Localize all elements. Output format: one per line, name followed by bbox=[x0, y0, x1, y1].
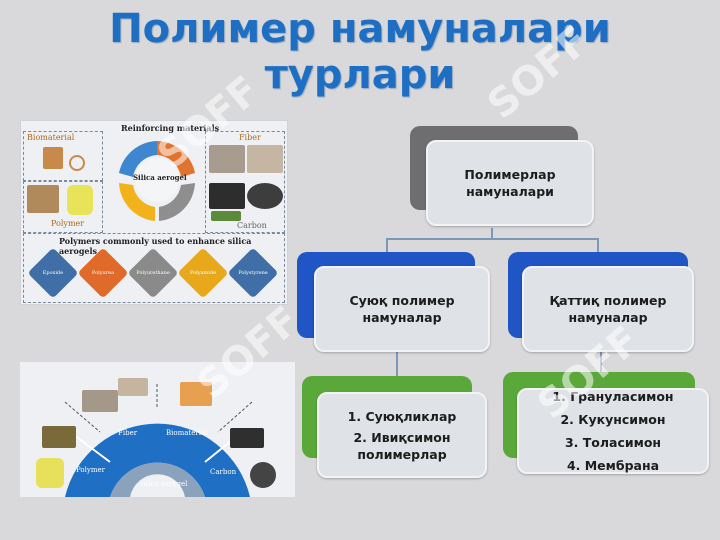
connector-root-down bbox=[491, 228, 493, 240]
polymer-image-1 bbox=[27, 185, 59, 213]
right-node-line-2: намуналар bbox=[568, 310, 648, 325]
arc-polymer-image-2 bbox=[36, 458, 64, 488]
arc-polymer-label: Polymer bbox=[76, 466, 105, 474]
root-node: Полимерлар намуналари bbox=[426, 140, 594, 226]
right-list-item-1: 1. Грануласимон bbox=[552, 389, 674, 404]
reinforcing-materials-figure: Biomaterial Reinforcing materials Silica… bbox=[20, 120, 288, 305]
polymer-label: Polymer bbox=[51, 219, 85, 228]
left-node-line-1: Суюқ полимер bbox=[349, 293, 455, 308]
gear-segment-gray bbox=[159, 183, 195, 221]
fiber-image-1 bbox=[209, 145, 245, 173]
right-list-item-4: 4. Мембрана bbox=[566, 458, 660, 473]
gear-segment-orange bbox=[157, 141, 195, 177]
root-node-line-1: Полимерлар bbox=[464, 167, 556, 182]
title-line-2: турлари bbox=[264, 52, 456, 98]
arc-fiber-image-2 bbox=[118, 378, 148, 396]
connector-right-list bbox=[600, 352, 602, 376]
diamond-polyamide-label: Polyamide bbox=[189, 270, 217, 276]
left-list-item-1: 1. Суюқликлар bbox=[347, 408, 457, 424]
right-list-item-2: 2. Кукунсимон bbox=[560, 412, 666, 427]
silica-aerogel-label: Silica aerogel bbox=[133, 173, 187, 182]
arc-carbon-label: Carbon bbox=[210, 468, 237, 476]
diamond-polystyrene-label: Polystyrene bbox=[238, 270, 268, 276]
page-title: Полимер намуналари турлари bbox=[0, 6, 720, 98]
left-list-item-2-cont: полимерлар bbox=[357, 446, 447, 462]
connector-right-down bbox=[597, 238, 599, 252]
arc-carbon-image-1 bbox=[230, 428, 264, 448]
fiber-label: Fiber bbox=[239, 133, 261, 142]
reinforcing-heading: Reinforcing materials bbox=[121, 123, 220, 133]
diamond-polyurethane-label: Polyurethane bbox=[136, 270, 170, 276]
carbon-label: Carbon bbox=[237, 221, 267, 230]
connector-left-list bbox=[396, 352, 398, 378]
gear-segment-yellow bbox=[119, 183, 155, 221]
liquid-types-list: 1. Суюқликлар 2. Ивиқсимон полимерлар bbox=[317, 392, 487, 478]
silica-aerogel-arc-figure: Fiber Biomaterial Polymer Carbon silica … bbox=[20, 362, 295, 497]
arc-divider-1 bbox=[69, 431, 111, 463]
right-list-item-3: 3. Толасимон bbox=[564, 435, 662, 450]
solid-types-list: 1. Грануласимон 2. Кукунсимон 3. Толасим… bbox=[517, 388, 709, 474]
root-node-line-2: намуналари bbox=[466, 184, 554, 199]
carbon-leaf-image bbox=[211, 211, 241, 221]
arc-biomaterial-label: Biomaterial bbox=[166, 429, 208, 437]
arc-dash-3 bbox=[217, 401, 253, 433]
title-line-1: Полимер намуналари bbox=[109, 6, 611, 52]
liquid-polymers-node: Суюқ полимер намуналар bbox=[314, 266, 490, 352]
arc-polymer-image-1 bbox=[42, 426, 76, 448]
diamond-epoxide-label: Epoxide bbox=[42, 270, 64, 276]
arc-carbon-image-2 bbox=[250, 462, 276, 488]
gear-diagram bbox=[119, 141, 195, 221]
biomaterial-label: Biomaterial bbox=[27, 133, 75, 142]
fiber-image-2 bbox=[247, 145, 283, 173]
carbon-image-1 bbox=[209, 183, 245, 209]
arc-center-label: silica aerogel bbox=[140, 480, 188, 488]
polymers-caption: Polymers commonly used to enhance silica… bbox=[59, 236, 252, 256]
left-list-item-2: 2. Ивиқсимон bbox=[353, 429, 451, 445]
arc-diagram bbox=[64, 382, 253, 497]
connector-horizontal bbox=[386, 238, 598, 240]
right-node-line-1: Қаттиқ полимер bbox=[549, 293, 667, 308]
arc-band bbox=[65, 423, 250, 497]
carbon-image-2 bbox=[247, 183, 283, 209]
polymer-image-2 bbox=[67, 185, 93, 215]
left-node-line-2: намуналар bbox=[362, 310, 442, 325]
inner-gear-band bbox=[110, 462, 205, 497]
biomaterial-image bbox=[43, 147, 63, 169]
biomaterial-box bbox=[23, 131, 103, 181]
gear-segment-blue bbox=[119, 141, 157, 177]
polymer-box bbox=[23, 181, 103, 233]
connector-left-down bbox=[386, 238, 388, 252]
arc-biomaterial-image bbox=[180, 382, 212, 406]
solid-polymers-node: Қаттиқ полимер намуналар bbox=[522, 266, 694, 352]
arc-fiber-label: Fiber bbox=[118, 429, 138, 437]
fiber-carbon-box bbox=[205, 131, 285, 233]
biomaterial-ring-image bbox=[69, 155, 85, 171]
diamond-polyurea-label: Polyurea bbox=[91, 270, 115, 276]
arc-fiber-image bbox=[82, 390, 118, 412]
polymers-box bbox=[23, 233, 285, 303]
arc-dash-2 bbox=[64, 401, 101, 433]
gear-center bbox=[135, 158, 179, 202]
